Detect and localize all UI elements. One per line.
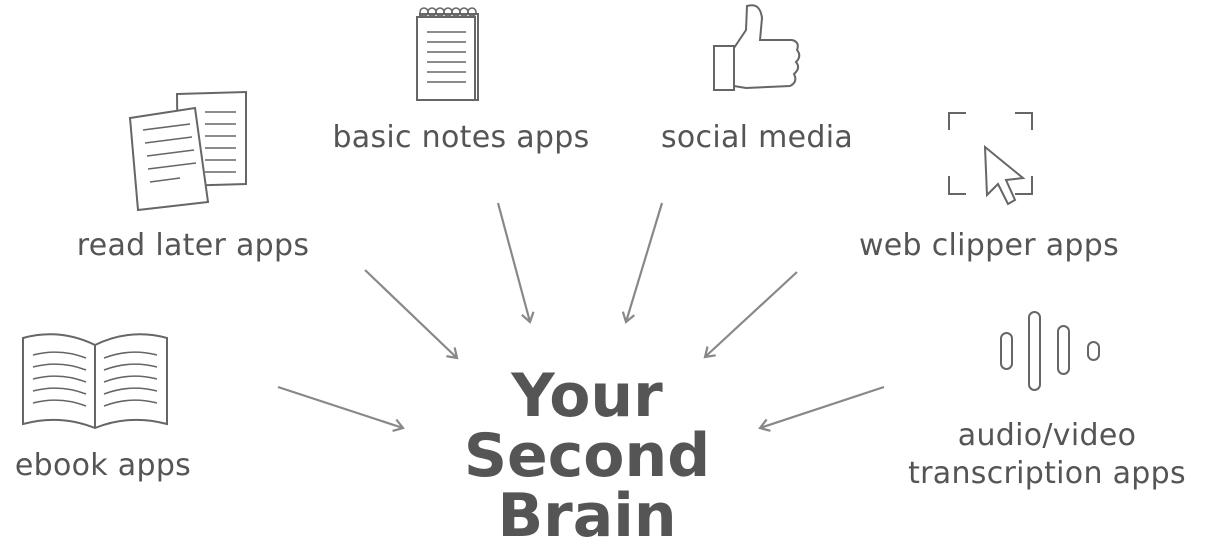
arrow-basic-notes xyxy=(496,202,535,324)
label-ebook-apps: ebook apps xyxy=(14,448,192,483)
label-audio-video: audio/video xyxy=(957,418,1137,453)
arrow-ebook xyxy=(277,385,405,432)
audio-wave-icon xyxy=(1000,311,1100,391)
label-transcription-apps: transcription apps xyxy=(908,456,1186,491)
documents-icon xyxy=(128,90,247,212)
label-web-clipper-apps: web clipper apps xyxy=(858,228,1120,263)
arrow-audio-video xyxy=(758,385,885,432)
arrow-read-later xyxy=(364,269,459,360)
label-basic-notes-apps: basic notes apps xyxy=(332,120,590,155)
arrow-social-media xyxy=(621,202,664,324)
open-book-icon xyxy=(22,333,168,430)
notepad-icon xyxy=(416,7,479,101)
arrow-web-clipper xyxy=(703,271,798,359)
title-line-1: Your xyxy=(511,361,663,431)
label-social-media: social media xyxy=(660,120,854,155)
title-line-2: Second xyxy=(463,421,711,491)
cursor-select-icon xyxy=(948,112,1033,206)
your-second-brain-title: Your Second Brain xyxy=(464,366,710,546)
title-line-3: Brain xyxy=(497,481,677,551)
thumbs-up-icon xyxy=(713,4,801,91)
label-read-later-apps: read later apps xyxy=(76,228,310,263)
